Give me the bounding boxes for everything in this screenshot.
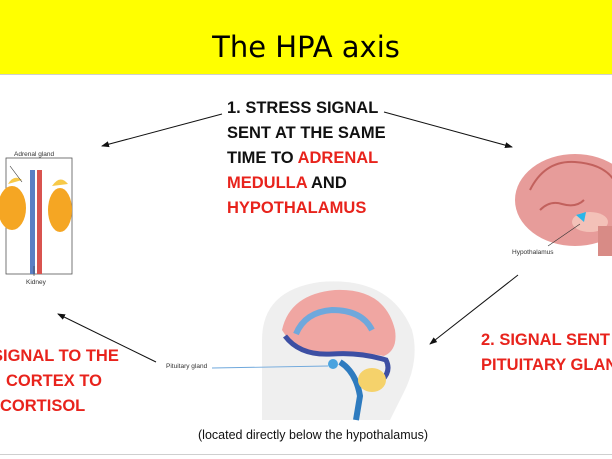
- step1-text: 1. STRESS SIGNAL SENT AT THE SAME TIME T…: [227, 96, 427, 221]
- meninges-shape: [283, 334, 391, 384]
- hypothalamus-pointer-line: [547, 223, 581, 247]
- arrow-to-adrenal-cortex: [57, 313, 157, 363]
- arrow-to-hypothalamus: [383, 111, 513, 149]
- hypothalamus-highlight-shape: [576, 212, 586, 222]
- footer-divider: [0, 454, 612, 455]
- step1-text-plain: AND: [307, 174, 347, 192]
- pituitary-pointer-line: [211, 365, 329, 369]
- ventricle-shape: [293, 306, 375, 336]
- pituitary-gland-label: Pituitary gland: [166, 363, 208, 370]
- kidney-left-shape: [0, 186, 26, 230]
- step3-line: CORTEX TO: [6, 372, 102, 390]
- brain-fold-line: [539, 199, 585, 211]
- step1-line: SENT AT THE SAME: [227, 124, 386, 142]
- cerebellum-shape: [358, 368, 386, 392]
- slide-title: The HPA axis: [212, 30, 400, 64]
- step2-line: PITUITARY GLAN: [481, 356, 612, 374]
- pituitary-gland-shape: [328, 359, 338, 369]
- brainstem-shape: [338, 359, 364, 421]
- brain-fold-line: [529, 160, 612, 191]
- adrenal-gland-label: Adrenal gland: [14, 151, 55, 158]
- aorta-shape: [37, 170, 42, 274]
- step1-line: TIME TO ADRENAL: [227, 146, 427, 171]
- step3-line: SIGNAL TO THE: [0, 347, 119, 365]
- hypothalamus-label: Hypothalamus: [512, 249, 554, 256]
- step1-text-red: MEDULLA: [227, 174, 308, 192]
- adrenal-pointer-line: [9, 165, 23, 183]
- adrenal-left-shape: [8, 177, 22, 184]
- arrow-to-pituitary: [429, 274, 519, 345]
- brain-stem-shape: [598, 226, 612, 256]
- kidney-right-shape: [48, 188, 72, 232]
- step3-line: CORTISOL: [0, 397, 86, 415]
- step3-text: SIGNAL TO THE CORTEX TO CORTISOL: [0, 344, 162, 419]
- title-banner: [0, 0, 612, 74]
- kidney-label: Kidney: [26, 279, 46, 286]
- banner-divider: [0, 74, 612, 75]
- step2-text: 2. SIGNAL SENT PITUITARY GLAN: [481, 328, 612, 378]
- vena-cava-shape: [30, 170, 35, 274]
- adrenal-right-shape: [52, 179, 68, 186]
- head-brain-shape: [282, 289, 396, 357]
- step1-line: MEDULLA AND: [227, 171, 427, 196]
- arrow-to-adrenal: [101, 113, 223, 148]
- pituitary-location-note: (located directly below the hypothalamus…: [198, 428, 428, 442]
- step1-text-red: ADRENAL: [297, 149, 379, 167]
- step2-line: 2. SIGNAL SENT: [481, 331, 610, 349]
- step1-line: HYPOTHALAMUS: [227, 199, 367, 217]
- step1-text-plain: TIME TO: [227, 149, 298, 167]
- step1-line: 1. STRESS SIGNAL: [227, 99, 379, 117]
